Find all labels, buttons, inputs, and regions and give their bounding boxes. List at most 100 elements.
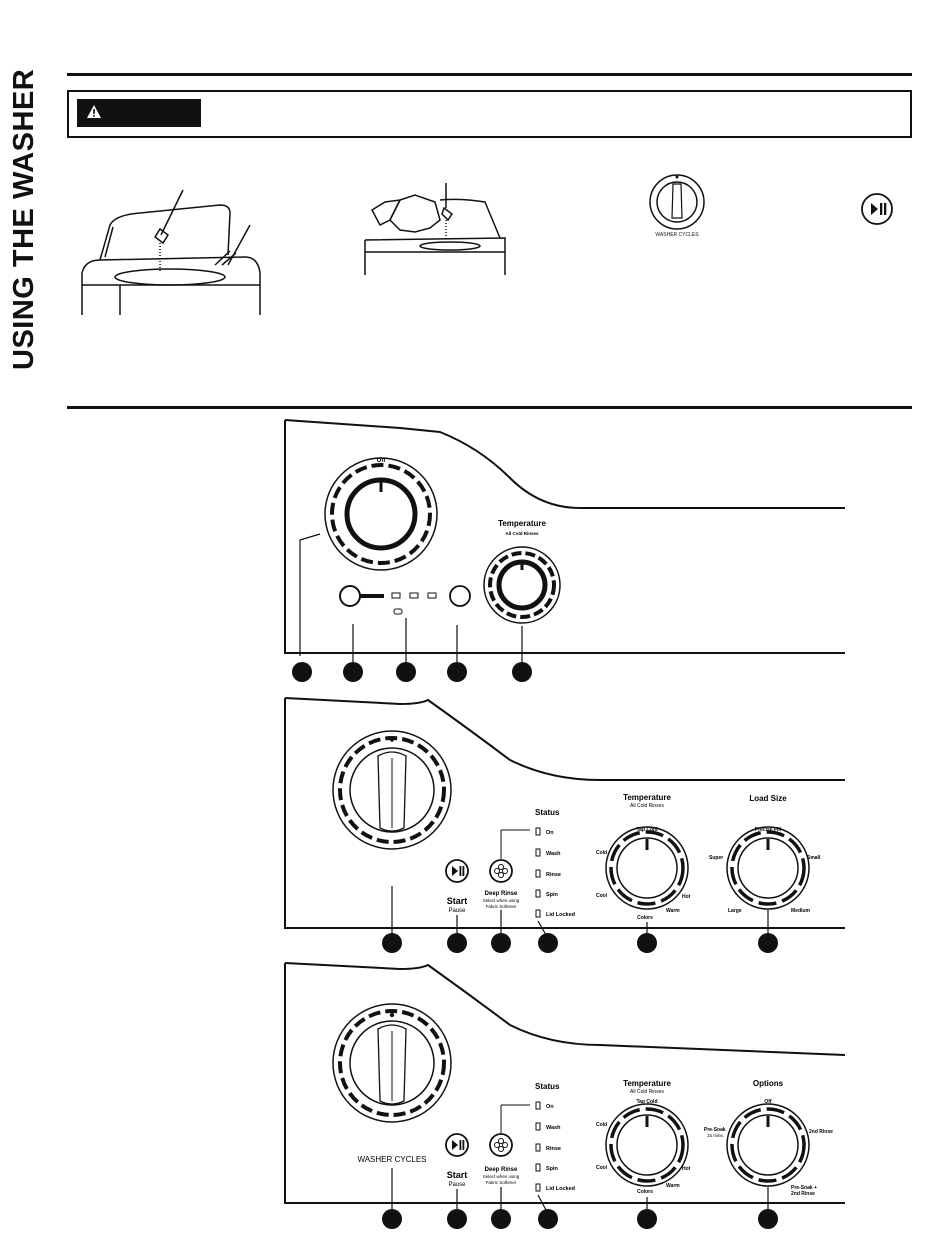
warning-box [67, 90, 912, 138]
off-label-1: Off [377, 458, 387, 464]
deep-rinse-button-3[interactable] [489, 1133, 513, 1157]
deep-rinse-note-3a: Select when using [483, 1174, 520, 1179]
cycle-knob-caption: WASHER CYCLES [655, 232, 699, 238]
load-setting: Small [807, 855, 821, 861]
status-list-3: On Wash Rinse Spin Lid Locked [535, 1101, 575, 1192]
start-button-1[interactable] [339, 585, 384, 607]
play-pause-icon [861, 193, 893, 225]
load-setting: Large [728, 908, 742, 914]
status-item: Wash [546, 851, 561, 857]
pause-label-3: Pause [448, 1182, 466, 1188]
callout-marker [343, 662, 363, 682]
status-light [391, 592, 401, 599]
callout-marker [447, 1209, 467, 1229]
washer-load-illustration [364, 183, 506, 275]
status-item: On [546, 830, 554, 836]
warning-badge [77, 99, 201, 127]
temp-setting: Cool [596, 893, 608, 899]
cycle-knob-3[interactable] [332, 1003, 452, 1123]
temp-setting: Colors [637, 915, 653, 921]
callout-marker [538, 1209, 558, 1229]
status-item: Rinse [546, 872, 561, 878]
callout-marker [512, 662, 532, 682]
status-item: On [546, 1104, 554, 1110]
control-panel-3: WASHER CYCLES Start Pause Deep Rinse Sel… [284, 962, 846, 1229]
deep-rinse-label-2: Deep Rinse [485, 891, 518, 897]
load-size-knob-2[interactable] [726, 826, 810, 910]
status-item: Wash [546, 1125, 561, 1131]
deep-rinse-icon [494, 1138, 508, 1152]
callout-marker [758, 1209, 778, 1229]
option-setting: Off [764, 1099, 772, 1105]
options-title-3: Options [753, 1079, 784, 1088]
temperature-title-2: Temperature [623, 793, 671, 802]
temperature-knob-2[interactable] [605, 826, 689, 910]
temp-setting: Cool [596, 1165, 608, 1171]
load-setting: Medium [791, 908, 810, 914]
temp-setting: Cold [596, 1122, 607, 1128]
load-size-title-2: Load Size [749, 794, 787, 803]
option-setting: 2nd Rinse [809, 1129, 833, 1135]
status-item: Lid Locked [546, 1186, 575, 1192]
temp-setting: Hot [682, 1166, 691, 1172]
callout-marker [447, 933, 467, 953]
temperature-subtitle-2: All Cold Rinses [630, 803, 664, 809]
temperature-title-3: Temperature [623, 1079, 671, 1088]
pause-label-2: Pause [448, 908, 466, 914]
status-item: Lid Locked [546, 912, 575, 918]
temperature-subtitle-1: All Cold Rinses [505, 531, 539, 536]
load-setting: Super [709, 855, 723, 861]
start-label-2: Start [447, 896, 468, 906]
temp-setting: Tap Cold [636, 1099, 657, 1105]
callout-marker [491, 933, 511, 953]
temp-setting: Warm [666, 1183, 680, 1189]
callout-marker [382, 1209, 402, 1229]
options-knob-3[interactable] [726, 1103, 810, 1187]
callout-marker [396, 662, 416, 682]
cycle-knob-2[interactable] [332, 730, 452, 850]
callout-marker [637, 1209, 657, 1229]
deep-rinse-note-3b: Fabric Softener [486, 1180, 517, 1185]
temp-setting: Hot [682, 894, 691, 900]
start-pause-button-2[interactable] [445, 859, 469, 883]
top-rule [67, 73, 912, 76]
temperature-title-1: Temperature [498, 519, 546, 528]
status-item: Spin [546, 1166, 559, 1172]
callout-marker [447, 662, 467, 682]
callout-marker [292, 662, 312, 682]
callout-marker [538, 933, 558, 953]
temp-setting: Tap Cold [636, 827, 657, 833]
temperature-knob-3[interactable] [605, 1103, 689, 1187]
deep-rinse-icon [494, 864, 508, 878]
temp-setting: Warm [666, 908, 680, 914]
option-button-1[interactable] [449, 585, 471, 607]
washer-cycles-label: WASHER CYCLES [357, 1155, 426, 1164]
option-setting: 15 mins. [707, 1133, 724, 1138]
temp-setting: Colors [637, 1189, 653, 1195]
section-rule [67, 406, 912, 409]
deep-rinse-label-3: Deep Rinse [485, 1167, 518, 1173]
callout-marker [382, 933, 402, 953]
cycle-knob-1[interactable] [324, 457, 438, 571]
section-side-title: USING THE WASHER [8, 68, 40, 370]
cycle-knob-illustration: WASHER CYCLES [649, 174, 705, 238]
status-title-2: Status [535, 808, 560, 817]
status-title-3: Status [535, 1082, 560, 1091]
callout-marker [637, 933, 657, 953]
option-setting: Pre-Soak + [791, 1185, 817, 1191]
washer-detergent-illustration [81, 189, 261, 315]
status-light [409, 592, 419, 599]
deep-rinse-button-2[interactable] [489, 859, 513, 883]
option-setting: Pre-Soak [704, 1127, 726, 1133]
status-item: Spin [546, 892, 559, 898]
status-light [427, 592, 437, 599]
temperature-subtitle-3: All Cold Rinses [630, 1089, 664, 1095]
status-light [393, 608, 403, 615]
start-label-3: Start [447, 1170, 468, 1180]
deep-rinse-note-2a: Select when using [483, 898, 520, 903]
control-panel-2: Start Pause Deep Rinse Select when using… [284, 697, 845, 953]
status-item: Rinse [546, 1146, 561, 1152]
temperature-knob-1[interactable] [483, 546, 561, 624]
start-pause-button-3[interactable] [445, 1133, 469, 1157]
callout-marker [491, 1209, 511, 1229]
